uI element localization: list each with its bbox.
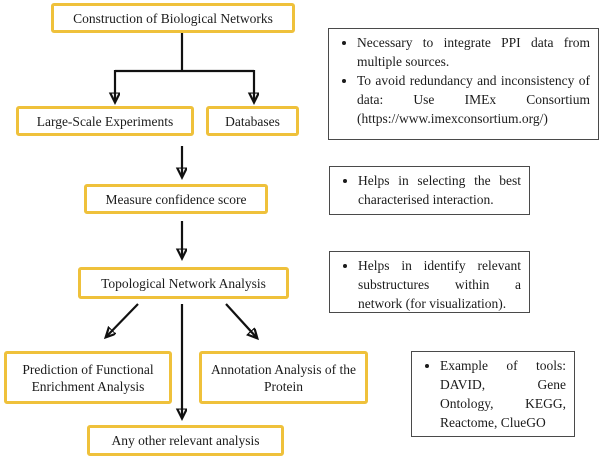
note-integrate-ppi-data: Necessary to integrate PPI data from mul… [328,28,599,140]
node-measure-confidence-score: Measure confidence score [84,184,268,214]
note-bullet-list: Helps in selecting the best characterise… [336,171,521,209]
note-topological-analysis: Helps in identify relevant substructures… [329,251,530,313]
note-confidence-score: Helps in selecting the best characterise… [329,166,530,215]
node-annotation-analysis-protein: Annotation Analysis of the Protein [199,351,368,404]
note-bullet: Helps in selecting the best characterise… [358,171,521,209]
note-bullet-list: Helps in identify relevant substructures… [336,256,521,313]
arrow-split-stem [115,32,254,73]
arrow-to-annotation [225,303,257,338]
note-bullet: To avoid redundancy and inconsistency of… [357,71,590,128]
note-bullet: Example of tools: DAVID, Gene Ontology, … [440,356,566,432]
node-large-scale-experiments: Large-Scale Experiments [16,106,194,136]
node-construction-of-biological-networks: Construction of Biological Networks [51,3,295,33]
note-bullet: Helps in identify relevant substructures… [358,256,521,313]
node-databases: Databases [206,106,299,136]
node-prediction-functional-enrichment: Prediction of Functional Enrichment Anal… [4,351,172,404]
note-example-tools: Example of tools: DAVID, Gene Ontology, … [411,351,575,437]
note-bullet-list: Example of tools: DAVID, Gene Ontology, … [418,356,566,432]
note-bullet: Necessary to integrate PPI data from mul… [357,33,590,71]
node-topological-network-analysis: Topological Network Analysis [78,267,289,299]
arrow-to-prediction [106,303,139,337]
note-bullet-list: Necessary to integrate PPI data from mul… [335,33,590,128]
node-any-other-relevant-analysis: Any other relevant analysis [87,425,284,456]
